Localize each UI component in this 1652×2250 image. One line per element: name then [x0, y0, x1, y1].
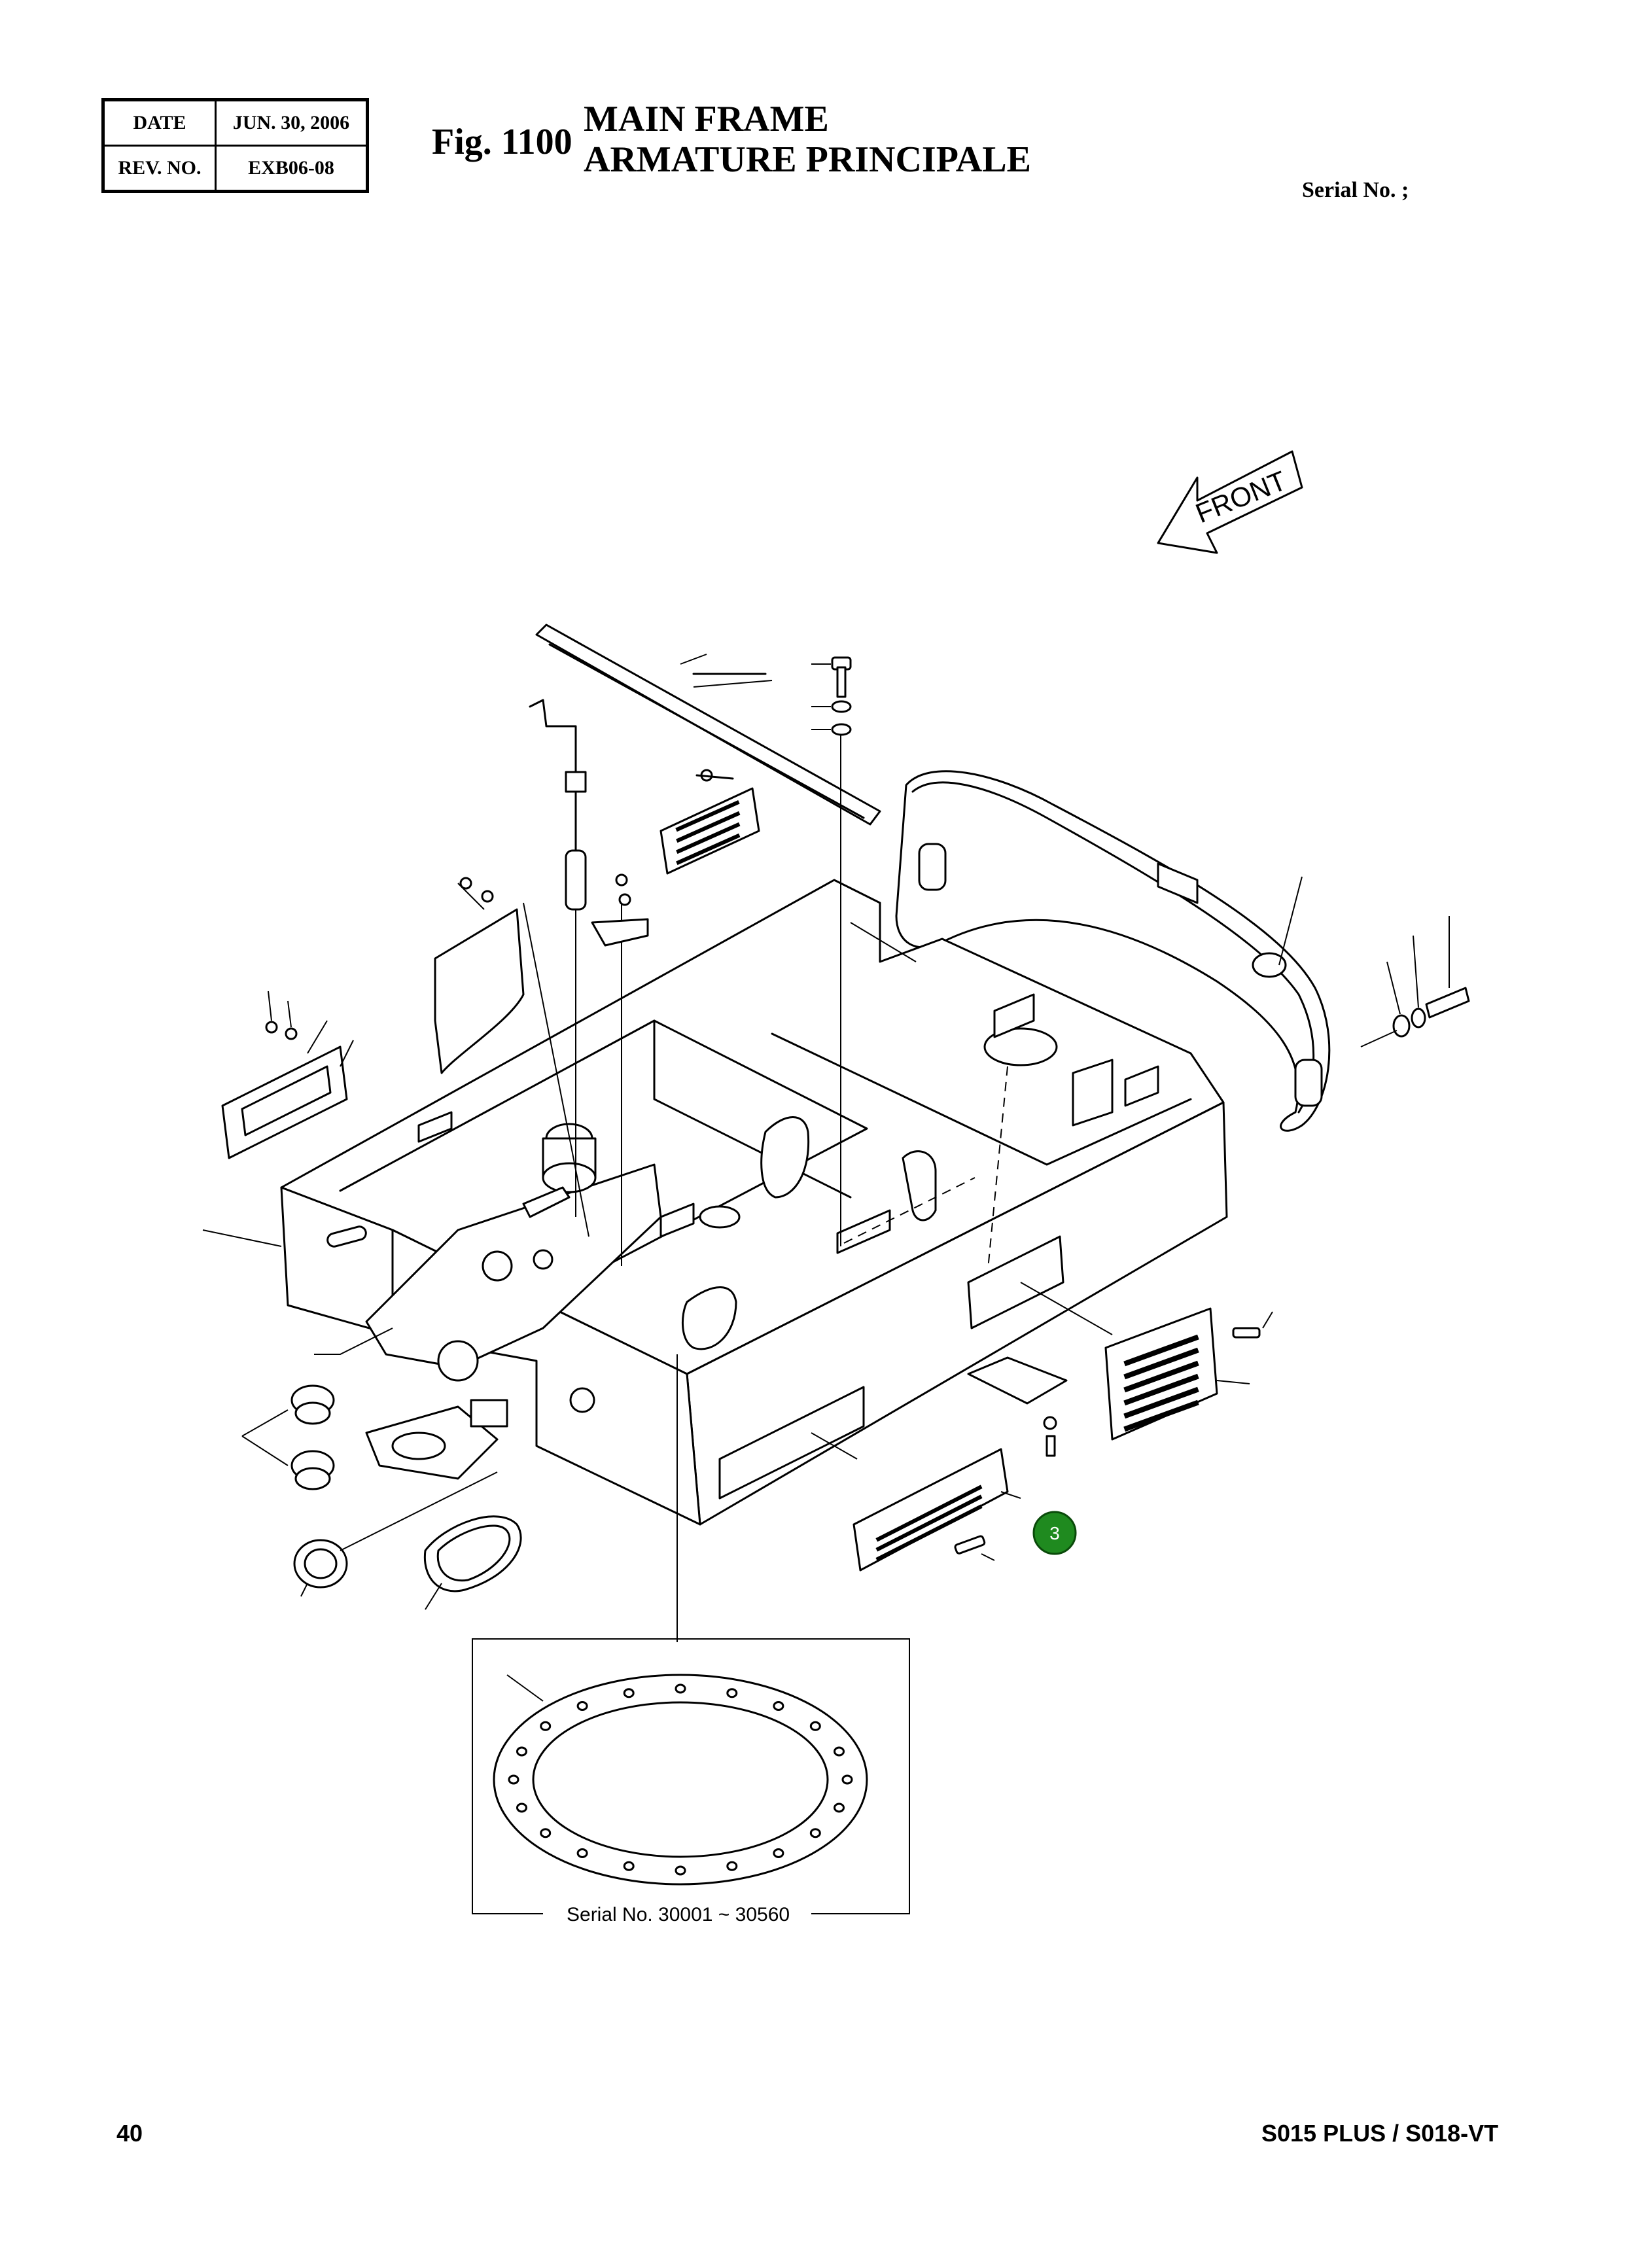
- rev-value: EXB06-08: [215, 145, 368, 192]
- counterweight: [895, 770, 1331, 1132]
- title-english: MAIN FRAME: [584, 99, 829, 139]
- ring-bolt-hole: [675, 1683, 686, 1694]
- date-label: DATE: [102, 99, 217, 147]
- ring-bolt-hole: [516, 1802, 527, 1813]
- front-grille: [811, 1432, 1021, 1572]
- counterweight-bolt-set: [1360, 916, 1470, 1047]
- ring-bolt-hole: [809, 1721, 821, 1731]
- ring-bolt-holes: [508, 1683, 853, 1876]
- ring-bolt-hole: [841, 1774, 853, 1785]
- grommet-parts: [241, 1327, 522, 1610]
- ring-bolt-hole: [675, 1865, 686, 1876]
- front-arrow-label: FRONT: [1191, 465, 1291, 529]
- front-arrow-icon: FRONT: [1157, 450, 1303, 554]
- ring-bolt-hole: [773, 1701, 784, 1712]
- title-french: ARMATURE PRINCIPALE: [584, 139, 1031, 180]
- callout-3-label: 3: [1049, 1523, 1060, 1543]
- callout-3: 3: [1032, 1511, 1077, 1555]
- left-rubber-plate: [221, 991, 354, 1159]
- serial-label: Serial No. ;: [1302, 178, 1409, 202]
- lower-cover-plate: [967, 1356, 1068, 1457]
- upper-grille-cover: [659, 769, 760, 875]
- ring-bolt-hole: [726, 1861, 738, 1871]
- date-value: JUN. 30, 2006: [215, 99, 368, 147]
- lever-rod-assembly: [529, 699, 587, 962]
- ring-bolt-hole: [834, 1802, 845, 1813]
- ring-bolt-hole: [623, 1688, 635, 1698]
- ring-bolt-hole: [623, 1861, 635, 1871]
- revision-table: DATE JUN. 30, 2006 REV. NO. EXB06-08: [101, 98, 369, 193]
- model-name: S015 PLUS / S018-VT: [1261, 2120, 1499, 2147]
- top-bolt-stack: [811, 656, 852, 736]
- ring-bolt-hole: [540, 1828, 552, 1838]
- ring-bolt-hole: [540, 1721, 552, 1731]
- ring-bolt-hole: [809, 1828, 821, 1838]
- ring-bolt-hole: [516, 1746, 527, 1757]
- ring-bolt-hole: [508, 1774, 519, 1785]
- swing-ring-inset: Serial No. 30001 ~ 30560: [472, 1638, 910, 1925]
- ring-bolt-hole: [773, 1848, 784, 1858]
- rev-label: REV. NO.: [102, 145, 217, 192]
- top-cover-bar: [535, 624, 881, 826]
- ring-bolt-hole: [834, 1746, 845, 1757]
- serial-range-label: Serial No. 30001 ~ 30560: [567, 1904, 790, 1925]
- page-number: 40: [116, 2120, 143, 2147]
- right-side-grille: [1020, 1282, 1273, 1441]
- ring-bolt-hole: [726, 1688, 738, 1698]
- left-cover-plate: [434, 877, 525, 1074]
- latch-bracket: [591, 873, 649, 947]
- ring-bolt-hole: [576, 1701, 588, 1712]
- figure-number: Fig. 1100: [432, 122, 572, 162]
- ring-bolt-hole: [576, 1848, 588, 1858]
- main-frame-body: [280, 879, 1228, 1526]
